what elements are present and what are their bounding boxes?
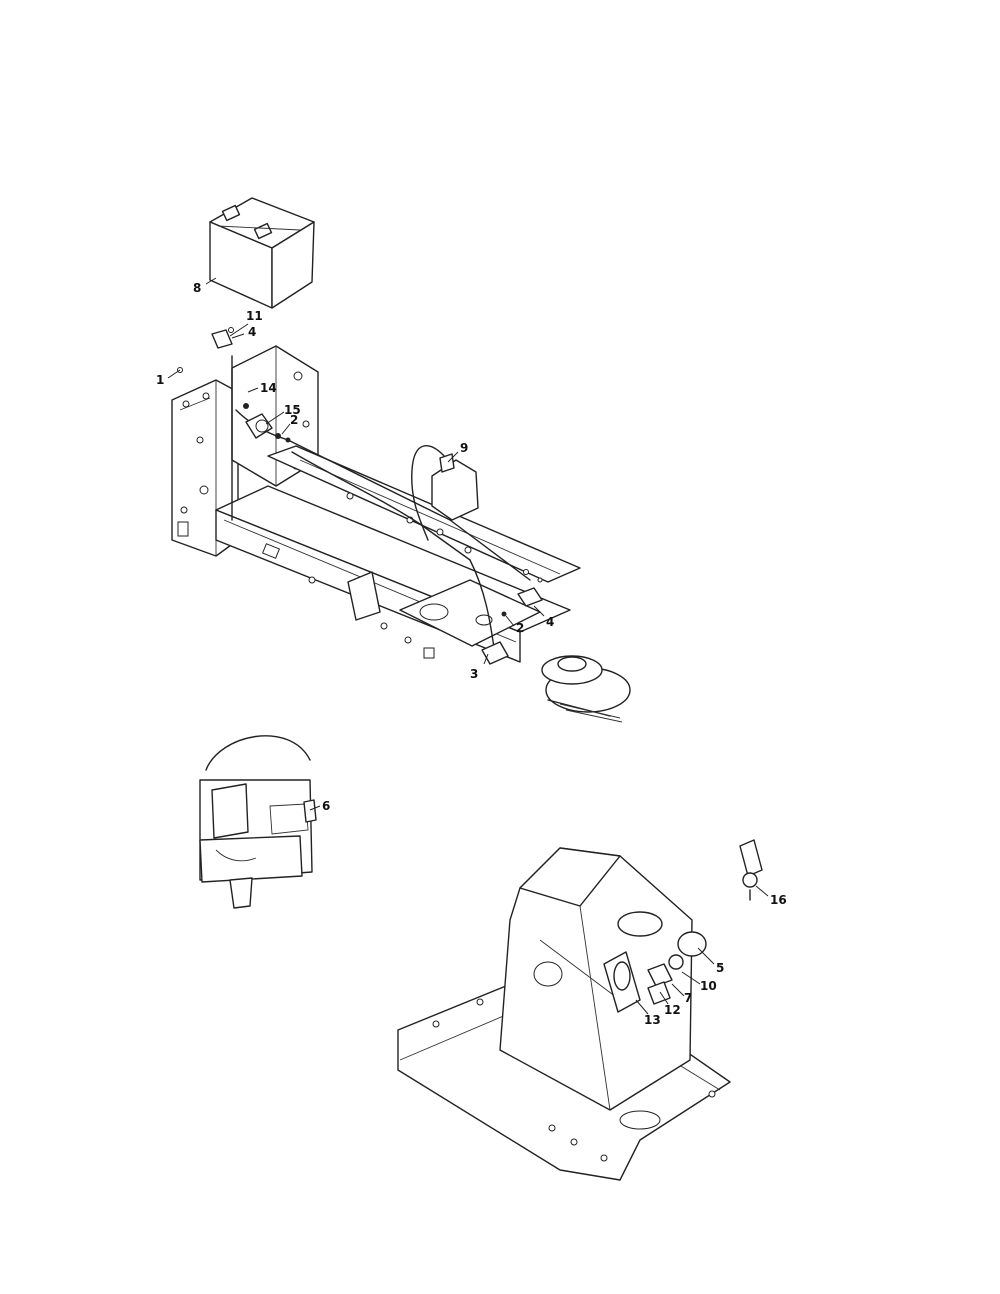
- callout-9: 9: [460, 441, 468, 455]
- dash-tower-assembly: [397, 847, 731, 1181]
- callout-6: 6: [322, 799, 330, 813]
- callout-4-right: 4: [546, 615, 554, 629]
- callout-7: 7: [684, 991, 692, 1005]
- frame-assembly: [171, 345, 631, 723]
- battery-hold-down-parts: [177, 327, 234, 373]
- callout-15: 14: [260, 381, 277, 395]
- callout-11: 11: [246, 309, 263, 323]
- engine-view: [199, 735, 317, 909]
- callout-5: 5: [716, 961, 724, 975]
- callout-1: 1: [156, 373, 164, 387]
- callout-14: 15: [284, 403, 301, 417]
- callout-labels: 8 1 11 4 14 15 2 9 4 2 3 6 16 5 10 7 12 …: [156, 281, 787, 1027]
- ignition-key: [739, 839, 763, 901]
- callout-2-top: 2: [290, 413, 298, 427]
- callout-10: 10: [700, 979, 717, 993]
- callout-13: 13: [644, 1013, 661, 1027]
- callout-12: 12: [664, 1003, 681, 1017]
- callout-4-top: 4: [248, 325, 256, 339]
- callout-2-mid: 2: [516, 621, 524, 635]
- battery: [209, 197, 315, 309]
- callout-16: 16: [770, 893, 787, 907]
- callout-3: 3: [470, 667, 478, 681]
- callout-8: 8: [193, 281, 201, 295]
- wiring-harness: [231, 355, 543, 665]
- leader-lines: [167, 277, 769, 1015]
